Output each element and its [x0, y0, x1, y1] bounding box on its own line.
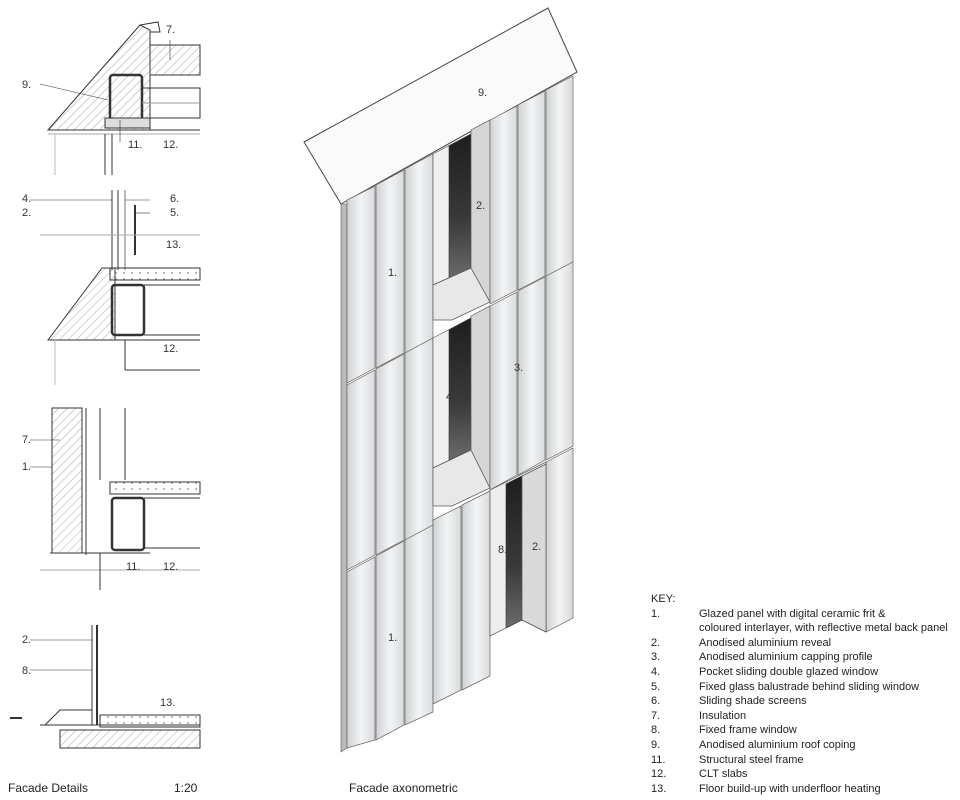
- key-item-text: Anodised aluminium roof coping: [699, 738, 856, 751]
- key-item-number: 5.: [651, 680, 661, 693]
- detail2-label-12: 12.: [163, 343, 178, 355]
- key-item-number: 2.: [651, 636, 661, 649]
- axo-label-4: 4.: [446, 391, 455, 403]
- detail1-label-12: 12.: [163, 139, 178, 151]
- detail3-label-12: 12.: [163, 561, 178, 573]
- key-item-text: coloured interlayer, with reflective met…: [699, 622, 948, 635]
- detail1-label-9: 9.: [22, 79, 31, 91]
- detail-roof: [39, 21, 201, 175]
- key-item-text: Fixed frame window: [699, 724, 797, 737]
- detail2-label-2: 2.: [22, 207, 31, 219]
- facade-axonometric: [303, 7, 578, 753]
- axo-label-2-lower: 2.: [532, 541, 541, 553]
- key-item: 2. Anodised aluminium reveal: [651, 636, 948, 651]
- key-item: coloured interlayer, with reflective met…: [651, 621, 948, 636]
- key-item-text: Sliding shade screens: [699, 695, 807, 708]
- detail4-label-8: 8.: [22, 665, 31, 677]
- details-caption: Facade Details: [8, 781, 89, 795]
- axo-label-3: 3.: [514, 362, 523, 374]
- key-item: 8. Fixed frame window: [651, 723, 948, 738]
- detail-panel: [30, 407, 201, 590]
- detail3-label-11: 11.: [126, 561, 140, 573]
- key-item-number: 8.: [651, 724, 661, 737]
- key-item-number: [651, 621, 699, 636]
- detail2-label-6: 6.: [170, 193, 179, 205]
- axo-label-8: 8.: [498, 544, 507, 556]
- detail4-label-2: 2.: [22, 634, 31, 646]
- key-list: 1. Glazed panel with digital ceramic frit…: [651, 607, 948, 797]
- key-item-text: Structural steel frame: [699, 753, 804, 766]
- key-item-text: Fixed glass balustrade behind sliding wi…: [699, 680, 920, 693]
- detail2-label-4: 4.: [22, 193, 31, 205]
- axonometric-caption: Facade axonometric: [349, 781, 458, 795]
- key-item-number: 6.: [651, 695, 661, 708]
- axo-label-2-upper: 2.: [476, 200, 485, 212]
- key-item-text: Glazed panel with digital ceramic frit &: [699, 607, 886, 620]
- key-item-text: Anodised aluminium capping profile: [699, 651, 873, 664]
- axo-label-9: 9.: [478, 87, 487, 99]
- detail4-label-13: 13.: [160, 697, 175, 709]
- key-item-number: 1.: [651, 607, 661, 620]
- detail1-label-11: 11.: [128, 139, 142, 151]
- detail2-label-13: 13.: [166, 239, 181, 251]
- key-item: 13. Floor build-up with underfloor heatin…: [651, 782, 948, 797]
- key-item-text: Floor build-up with underfloor heating: [699, 782, 881, 795]
- key-heading: KEY:: [651, 593, 676, 605]
- key-item: 5. Fixed glass balustrade behind sliding …: [651, 680, 948, 695]
- key-item-text: Pocket sliding double glazed window: [699, 665, 879, 678]
- key-item-number: 4.: [651, 665, 661, 678]
- key-item: 7. Insulation: [651, 709, 948, 724]
- axo-label-1-lower: 1.: [388, 632, 397, 644]
- key-item-number: 3.: [651, 651, 661, 664]
- key-item-text: Insulation: [699, 709, 747, 722]
- key-item-number: 7.: [651, 709, 661, 722]
- axo-label-1-upper: 1.: [388, 267, 397, 279]
- key-item-number: 11.: [651, 753, 666, 766]
- key-item: 9. Anodised aluminium roof coping: [651, 738, 948, 753]
- detail1-label-7: 7.: [166, 24, 175, 36]
- detail3-label-1: 1.: [22, 461, 31, 473]
- details-scale: 1:20: [174, 781, 198, 795]
- key-legend: KEY: 1. Glazed panel with digital ceramic…: [651, 592, 948, 796]
- detail-base: [10, 625, 201, 749]
- key-item-text: CLT slabs: [699, 768, 748, 781]
- key-item: 4. Pocket sliding double glazed window: [651, 665, 948, 680]
- detail3-label-7: 7.: [22, 434, 31, 446]
- key-item: 12. CLT slabs: [651, 767, 948, 782]
- key-item: 1. Glazed panel with digital ceramic frit…: [651, 607, 948, 622]
- key-item: 3. Anodised aluminium capping profile: [651, 650, 948, 665]
- roof-coping: [303, 7, 578, 205]
- key-item-text: Anodised aluminium reveal: [699, 636, 832, 649]
- detail-window-head: [30, 190, 201, 385]
- key-item-number: 12.: [651, 768, 667, 781]
- key-item-number: 9.: [651, 738, 661, 751]
- key-item: 6. Sliding shade screens: [651, 694, 948, 709]
- detail2-label-5: 5.: [170, 207, 179, 219]
- key-item-number: 13.: [651, 782, 667, 795]
- key-item: 11. Structural steel frame: [651, 753, 948, 768]
